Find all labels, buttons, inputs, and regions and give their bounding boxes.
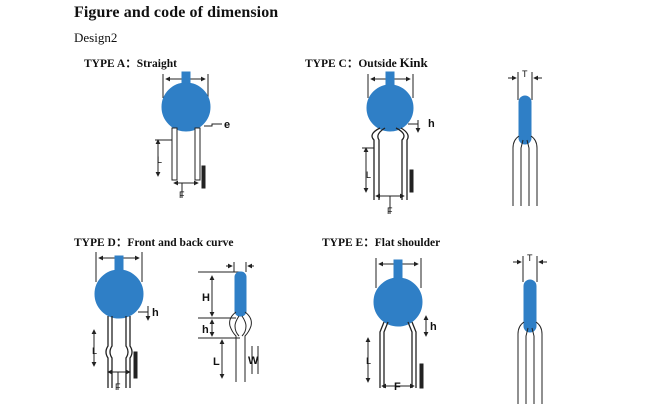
type-d-dim-h: h xyxy=(152,307,159,319)
type-a-name: Straight xyxy=(136,58,177,70)
type-a-drawing xyxy=(155,71,222,198)
side-view-top-drawing xyxy=(508,72,542,206)
type-d-dim-L: L xyxy=(92,346,97,356)
type-c-dim-L: L xyxy=(366,170,371,180)
type-e-dim-h: h xyxy=(430,321,437,333)
design-label: Design2 xyxy=(74,30,118,45)
type-c-drawing xyxy=(362,71,421,214)
type-a-dim-F: F xyxy=(179,190,185,200)
type-d-side-dim-h: h xyxy=(202,324,209,336)
type-d-side-dim-W: W xyxy=(248,355,259,367)
type-e-dim-F: F xyxy=(394,381,401,393)
type-d-name: Front and back curve xyxy=(127,237,234,249)
type-c-name-kink: Kink xyxy=(399,55,428,70)
type-c-label: TYPE C：Outside Kink xyxy=(305,55,428,71)
side-view-top-dim-T: T xyxy=(522,69,528,79)
type-d-code: TYPE D： xyxy=(74,237,128,249)
type-e-drawing xyxy=(365,258,429,389)
type-d-side-dim-L: L xyxy=(213,356,220,368)
type-e-name: Flat shoulder xyxy=(374,237,441,249)
type-d-side-drawing xyxy=(198,262,259,382)
type-a-code: TYPE A： xyxy=(84,58,137,70)
type-d-drawing xyxy=(91,252,151,390)
type-a-label: TYPE A：Straight xyxy=(84,55,177,71)
type-e-disc xyxy=(373,277,423,327)
type-d-dim-F: F xyxy=(115,382,121,392)
type-d-side-dim-H: H xyxy=(202,292,210,304)
type-c-disc xyxy=(366,84,414,132)
figure-title: Figure and code of dimension xyxy=(74,4,279,21)
type-c-dim-h: h xyxy=(428,118,435,130)
type-a-disc xyxy=(161,82,211,132)
type-c-code: TYPE C： xyxy=(305,58,359,70)
type-d-label: TYPE D：Front and back curve xyxy=(74,234,234,250)
side-view-bottom-drawing xyxy=(513,256,547,404)
type-c-name: Outside xyxy=(358,58,400,70)
side-view-bottom-dim-T: T xyxy=(527,253,533,263)
type-c-dim-F: F xyxy=(387,206,393,216)
type-e-dim-L: L xyxy=(366,356,371,366)
type-e-label: TYPE E：Flat shoulder xyxy=(322,234,440,250)
type-a-dim-e: e xyxy=(224,119,230,131)
type-a-dim-L: L xyxy=(157,155,162,165)
type-d-disc xyxy=(94,269,144,319)
type-e-code: TYPE E： xyxy=(322,237,375,249)
